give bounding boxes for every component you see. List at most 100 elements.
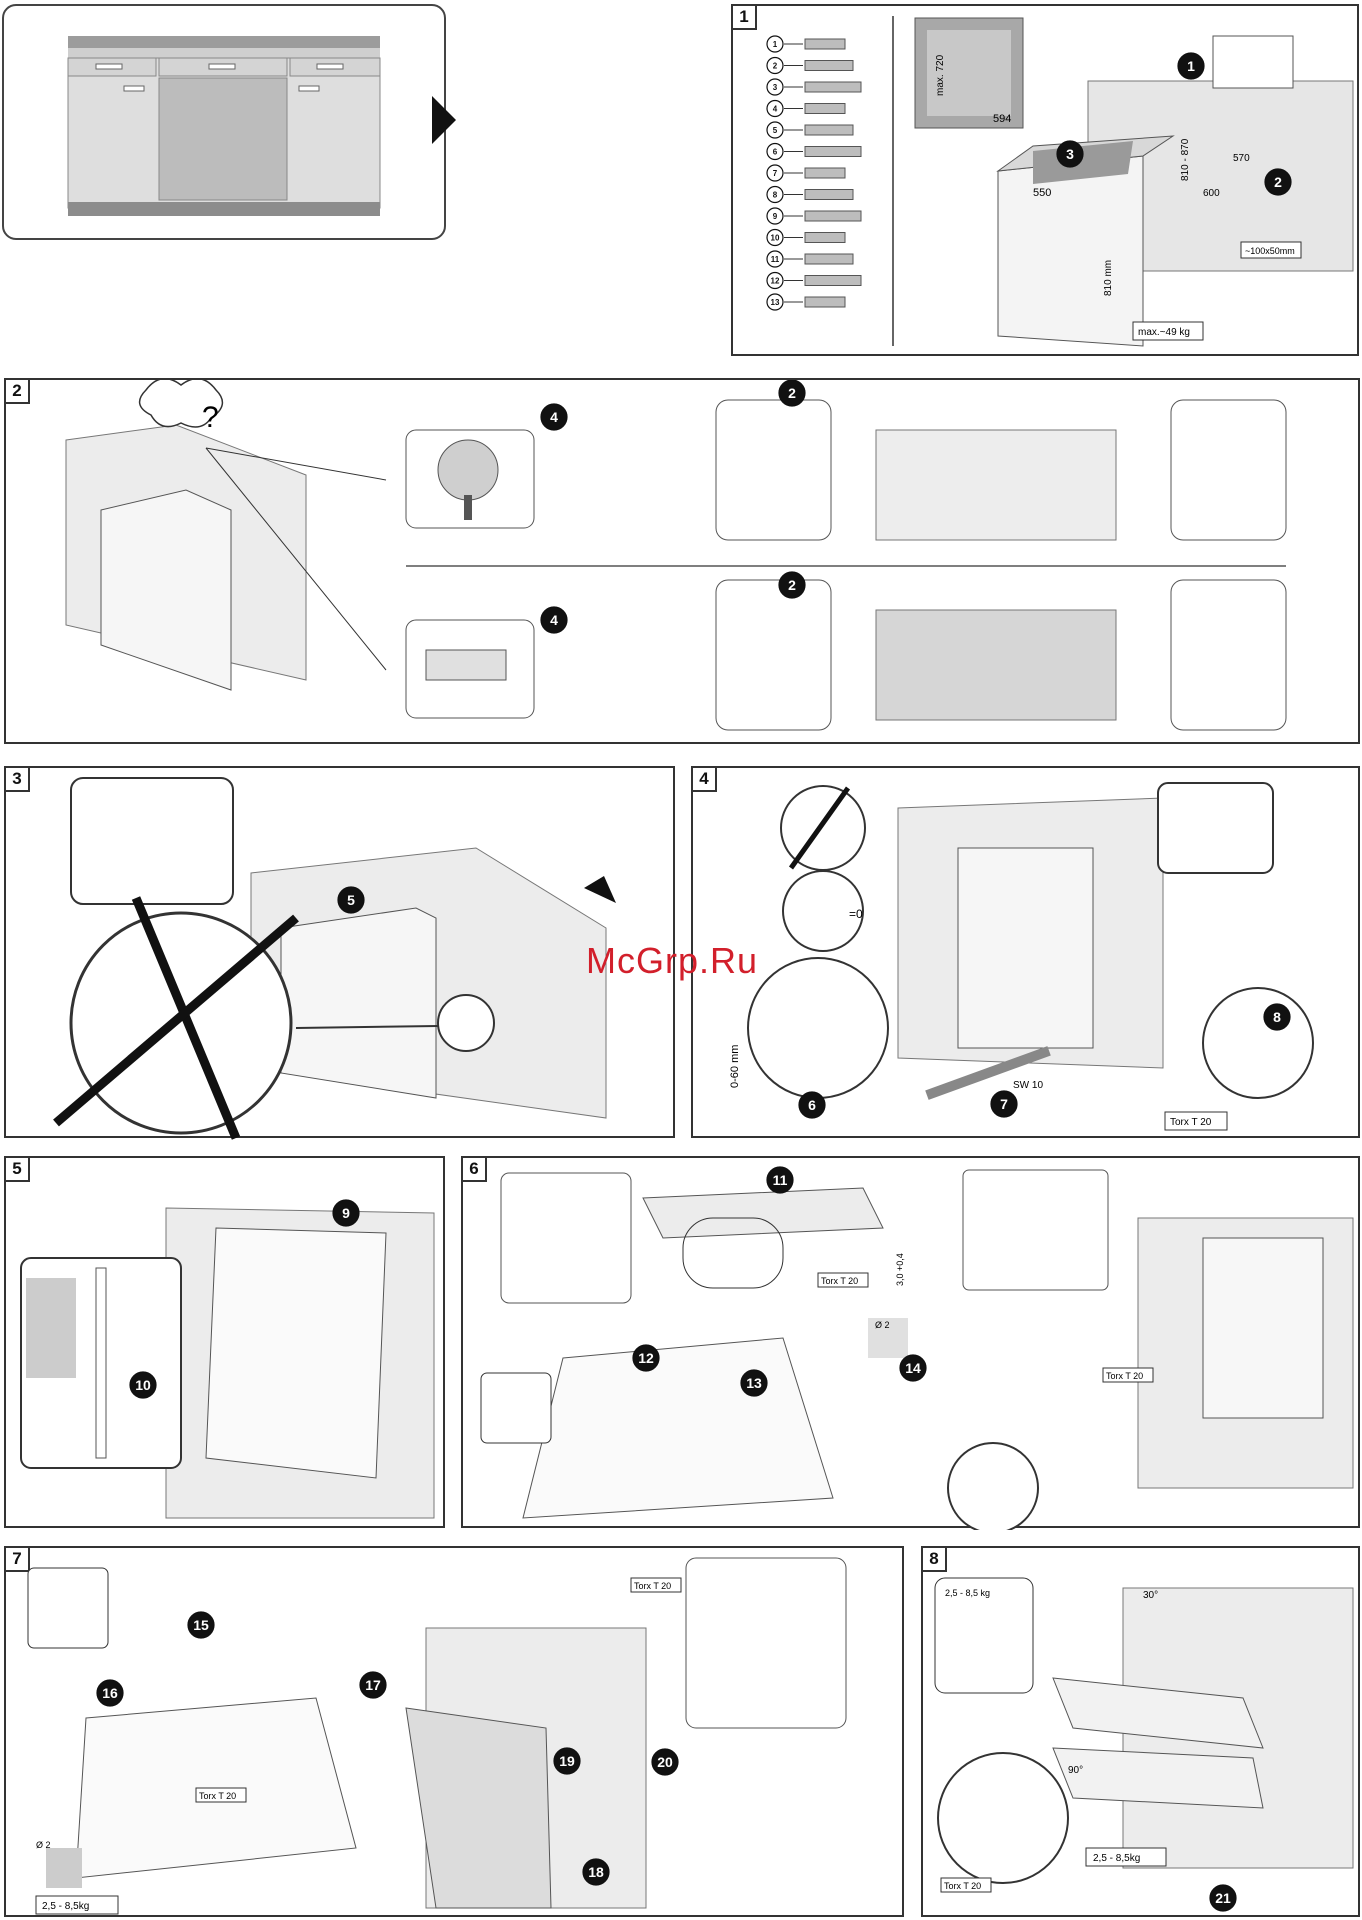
step-number-18: 18 xyxy=(582,1858,610,1886)
height-adjustment-drawing: =0 0-60 mm SW 10 Torx T 20 6 7 8 xyxy=(729,782,1314,1131)
part-number-8: 8 xyxy=(766,185,784,204)
panel-8: 8 2,5 - 8,5 kg 30° 90° Torx T 20 2,5 - 8… xyxy=(921,1546,1360,1917)
gap-label: 0-60 mm xyxy=(729,1045,741,1088)
next-arrow-icon xyxy=(432,96,456,144)
step-number-2: 2 xyxy=(778,380,806,407)
step-number-15: 15 xyxy=(187,1611,215,1639)
svg-text:1: 1 xyxy=(1187,58,1195,74)
part-icon-1 xyxy=(804,38,846,50)
part-icon-12 xyxy=(804,275,862,286)
hose-dim-label: ~100x50mm xyxy=(1245,246,1295,256)
svg-text:2: 2 xyxy=(788,385,796,401)
svg-text:3: 3 xyxy=(1066,146,1074,162)
torx-label-right: Torx T 20 xyxy=(634,1581,671,1591)
svg-text:2: 2 xyxy=(773,62,778,71)
weight-top-label: 2,5 - 8,5 kg xyxy=(945,1588,990,1598)
torx-label-left: Torx T 20 xyxy=(199,1791,236,1801)
step-number-2: 2 xyxy=(778,571,806,599)
panel-number: 1 xyxy=(731,4,757,30)
panel-number: 3 xyxy=(4,766,30,792)
panel-number: 5 xyxy=(4,1156,30,1182)
part-icon-13 xyxy=(804,296,846,308)
step-number-13: 13 xyxy=(740,1369,768,1397)
step-number-6: 6 xyxy=(798,1091,826,1119)
part-number-9: 9 xyxy=(766,207,784,225)
step-number-2: 2 xyxy=(1264,168,1292,196)
svg-text:4: 4 xyxy=(550,612,558,628)
step-number-19: 19 xyxy=(553,1747,581,1775)
part-icon-7 xyxy=(804,167,846,179)
depth-label: 550 xyxy=(1033,187,1051,199)
kitchen-overview-drawing xyxy=(67,36,381,216)
panel-4: 4 =0 0-60 mm SW 10 Torx T 20 6 7 8 xyxy=(691,766,1360,1138)
niche-width-label: 594 xyxy=(993,113,1011,125)
door-panel-mounting-drawing: Ø 2 Torx T 20 2,5 - 8,5kg Torx T 20 1516… xyxy=(27,1557,847,1915)
dia-label: Ø 2 xyxy=(36,1840,51,1850)
width-570-label: 570 xyxy=(1233,153,1250,164)
svg-text:16: 16 xyxy=(102,1685,118,1701)
part-icon-6 xyxy=(804,146,862,157)
panel-number: 4 xyxy=(691,766,717,792)
step-number-16: 16 xyxy=(96,1679,124,1707)
svg-text:6: 6 xyxy=(773,148,778,157)
svg-text:21: 21 xyxy=(1215,1890,1231,1906)
svg-text:7: 7 xyxy=(1000,1096,1008,1112)
svg-text:17: 17 xyxy=(365,1677,381,1693)
panel-number: 8 xyxy=(921,1546,947,1572)
svg-text:18: 18 xyxy=(588,1864,604,1880)
height-label: 810 mm xyxy=(1103,260,1114,296)
step-number-7: 7 xyxy=(990,1090,1018,1118)
part-number-7: 7 xyxy=(766,164,784,182)
part-number-4: 4 xyxy=(766,99,784,118)
step-number-10: 10 xyxy=(129,1371,157,1399)
part-icon-10 xyxy=(804,232,846,243)
svg-text:9: 9 xyxy=(342,1205,350,1221)
part-number-11: 11 xyxy=(766,250,784,268)
part-icon-5 xyxy=(804,124,854,136)
svg-text:4: 4 xyxy=(550,409,558,425)
part-number-1: 1 xyxy=(766,35,784,53)
step-number-12: 12 xyxy=(632,1344,660,1372)
step-number-9: 9 xyxy=(332,1199,360,1227)
part-number-13: 13 xyxy=(766,293,784,311)
template-marking-drawing: 9 10 xyxy=(20,1199,435,1519)
weight-label: max.~49 kg xyxy=(1138,327,1190,338)
step-number-8: 8 xyxy=(1263,1003,1291,1031)
step-number-3: 3 xyxy=(1056,140,1084,168)
panel-5: 5 9 10 xyxy=(4,1156,445,1528)
torx-label: Torx T 20 xyxy=(944,1881,981,1891)
svg-text:8: 8 xyxy=(1273,1009,1281,1025)
panel-number: 6 xyxy=(461,1156,487,1182)
dia-label: Ø 2 xyxy=(875,1320,890,1330)
front-panel-fitting-drawing: Torx T 20 3,0 +0,4 Ø 2 Torx T 20 1112131… xyxy=(480,1166,1354,1530)
step-number-11: 11 xyxy=(766,1166,794,1194)
svg-text:13: 13 xyxy=(771,298,780,307)
part-number-6: 6 xyxy=(766,142,784,161)
wrench-label: SW 10 xyxy=(1013,1080,1043,1091)
step-number-4: 4 xyxy=(540,606,568,634)
overview-box xyxy=(2,4,446,240)
niche-height-label: max. 720 xyxy=(935,54,946,96)
part-number-12: 12 xyxy=(766,271,784,290)
door-spring-adjustment-drawing: 2,5 - 8,5 kg 30° 90° Torx T 20 2,5 - 8,5… xyxy=(934,1577,1354,1912)
torx-label-top: Torx T 20 xyxy=(821,1276,858,1286)
panel-number: 2 xyxy=(4,378,30,404)
zero-gap-label: =0 xyxy=(849,907,863,921)
svg-text:11: 11 xyxy=(773,1172,788,1188)
torx-label: Torx T 20 xyxy=(1170,1117,1212,1128)
svg-text:12: 12 xyxy=(771,277,780,286)
panel-number: 7 xyxy=(4,1546,30,1572)
screw-depth-label: 3,0 +0,4 xyxy=(895,1253,905,1286)
svg-text:12: 12 xyxy=(638,1350,654,1366)
panel-3: 3 5 xyxy=(4,766,675,1140)
svg-text:10: 10 xyxy=(135,1377,151,1393)
svg-text:14: 14 xyxy=(905,1360,921,1376)
step-number-5: 5 xyxy=(337,886,365,914)
step-number-1: 1 xyxy=(1177,52,1205,80)
svg-text:2: 2 xyxy=(1274,174,1282,190)
svg-text:6: 6 xyxy=(808,1097,816,1113)
